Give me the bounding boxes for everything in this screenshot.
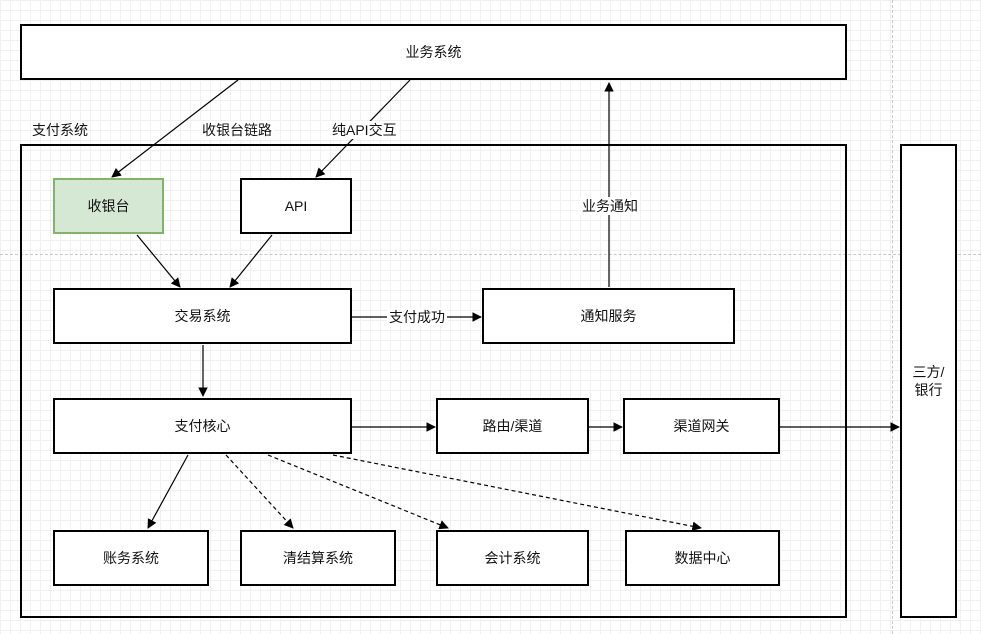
payment-system-frame	[20, 144, 847, 618]
node-cashier-label: 收银台	[87, 198, 130, 214]
node-clearing-system[interactable]: 清结算系统	[240, 530, 396, 586]
node-data-center[interactable]: 数据中心	[625, 530, 780, 586]
node-trade-system[interactable]: 交易系统	[53, 288, 352, 344]
node-api[interactable]: API	[240, 178, 352, 234]
edge-label-cashier-link: 收银台链路	[200, 121, 274, 139]
node-channel-gateway-label: 渠道网关	[673, 418, 730, 434]
node-pay-core[interactable]: 支付核心	[53, 398, 352, 454]
edge-core-to-clearing	[225, 454, 294, 529]
node-channel-gateway[interactable]: 渠道网关	[623, 398, 780, 454]
guide-vertical	[892, 0, 893, 634]
node-pay-core-label: 支付核心	[174, 418, 231, 434]
edge-label-pure-api: 纯API交互	[330, 121, 399, 139]
node-routing-channel-label: 路由/渠道	[482, 418, 543, 434]
edge-core-to-accounting	[267, 454, 449, 530]
edge-label-biz-notify: 业务通知	[580, 197, 640, 215]
guide-horizontal	[0, 254, 981, 255]
node-clearing-system-label: 清结算系统	[283, 550, 353, 566]
node-trade-system-label: 交易系统	[174, 308, 231, 324]
edge-biz-to-cashier	[111, 79, 239, 178]
node-accounting-system[interactable]: 会计系统	[436, 530, 589, 586]
node-data-center-label: 数据中心	[674, 550, 731, 566]
node-cashier[interactable]: 收银台	[53, 178, 164, 234]
node-notify-service-label: 通知服务	[580, 308, 637, 324]
node-third-party-bank[interactable]: 三方/银行	[900, 144, 957, 618]
edge-core-to-account	[147, 454, 189, 529]
payment-system-label: 支付系统	[32, 122, 88, 138]
node-accounting-system-label: 会计系统	[484, 550, 541, 566]
node-third-party-bank-label: 三方/银行	[912, 364, 945, 398]
node-api-label: API	[284, 198, 308, 214]
node-business-system[interactable]: 业务系统	[20, 24, 847, 80]
node-routing-channel[interactable]: 路由/渠道	[436, 398, 589, 454]
edge-core-to-datacenter	[332, 454, 702, 532]
edge-label-pay-success: 支付成功	[387, 308, 447, 326]
edge-cashier-to-trade	[136, 234, 181, 288]
edge-api-to-trade	[229, 234, 273, 288]
node-notify-service[interactable]: 通知服务	[482, 288, 735, 344]
node-business-system-label: 业务系统	[405, 44, 462, 60]
node-account-system-label: 账务系统	[103, 550, 159, 566]
node-account-system[interactable]: 账务系统	[53, 530, 209, 586]
